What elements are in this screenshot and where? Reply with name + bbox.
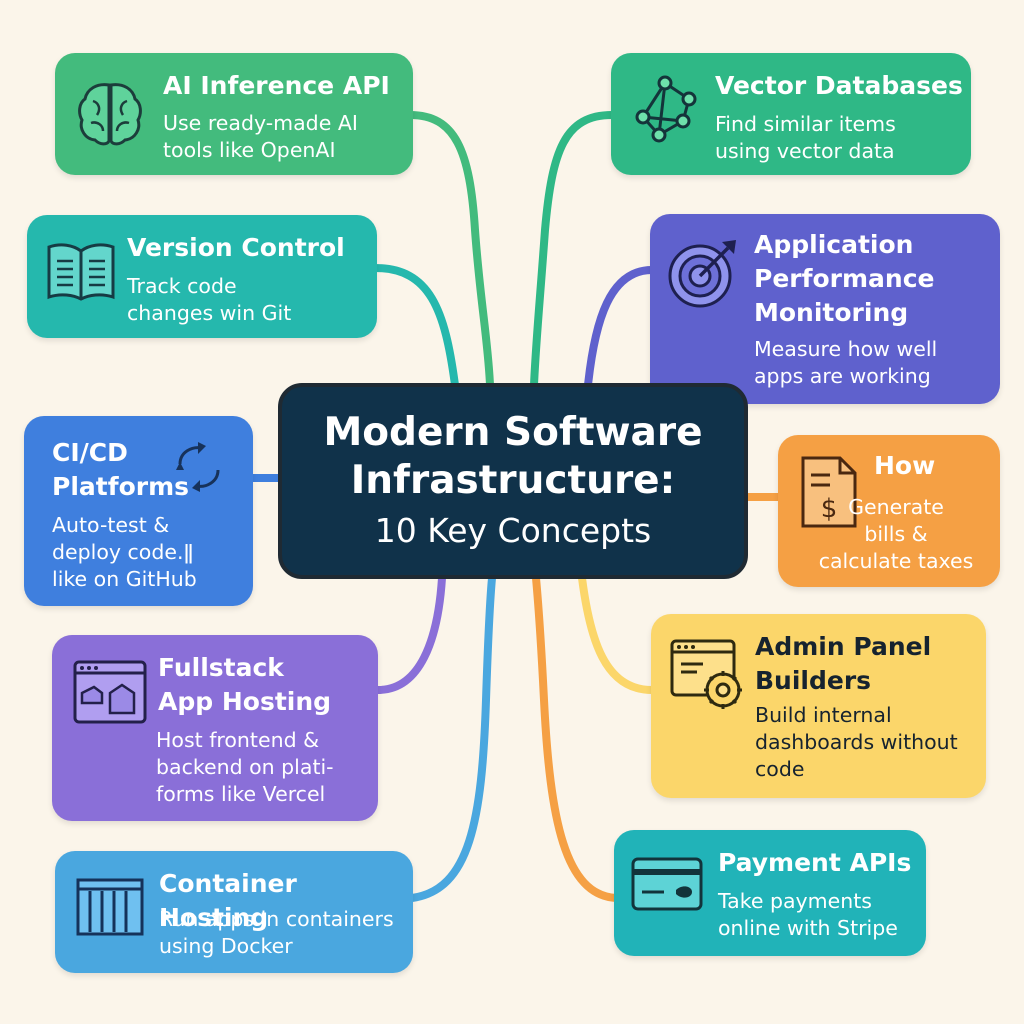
central-subtitle: 10 Key Concepts: [374, 511, 652, 550]
card-title: AI Inference API: [163, 71, 390, 100]
card-description: Auto-test & deploy code.ǁ like on GitHub: [52, 513, 197, 591]
connector-apm: [584, 266, 656, 389]
connector-payment: [532, 574, 620, 902]
card-ai-inference-api: AI Inference API Use ready-made AI tools…: [55, 53, 413, 175]
invoice-dollar-icon: $: [801, 456, 857, 528]
network-graph-icon: [635, 75, 697, 143]
card-title: Admin Panel Builders: [755, 632, 932, 695]
card-title: Payment APIs: [718, 848, 912, 877]
connector-container: [408, 574, 496, 902]
connector-admin: [578, 574, 656, 694]
browser-window-icon: [73, 660, 147, 724]
card-description: Measure how well apps are working: [754, 337, 938, 388]
target-icon: [668, 240, 736, 308]
card-title: Version Control: [127, 233, 345, 262]
card-version-control: Version Control Track code changes win G…: [27, 215, 377, 338]
card-billing: $ How Generate bills & calculate taxes: [778, 435, 1000, 587]
card-title: Vector Databases: [715, 71, 963, 100]
central-title: Modern Software Infrastructure:: [323, 410, 703, 503]
container-icon: [76, 878, 144, 936]
card-description: Host frontend & backend on plati- forms …: [156, 728, 334, 806]
card-title: CI/CD Platforms: [52, 438, 190, 501]
card-description: Build internal dashboards without code: [755, 703, 958, 781]
card-vector-databases: Vector Databases Find similar items usin…: [611, 53, 971, 175]
svg-text:$: $: [821, 494, 838, 524]
card-description: Find similar items using vector data: [715, 112, 896, 163]
card-title: Application Performance Monitoring: [754, 230, 935, 327]
card-admin-panel-builders: Admin Panel Builders Build internal dash…: [651, 614, 986, 798]
connector-version-control: [371, 264, 459, 389]
card-description: Run apps in containers using Docker: [159, 907, 394, 958]
book-icon: [47, 243, 115, 301]
central-topic: Modern Software Infrastructure: 10 Key C…: [278, 383, 748, 579]
card-payment-apis: Payment APIs Take payments online with S…: [614, 830, 926, 956]
card-description: Use ready-made AI tools like OpenAI: [163, 111, 358, 162]
card-application-performance-monitoring: Application Performance Monitoring Measu…: [650, 214, 1000, 404]
connector-fullstack: [374, 574, 446, 694]
sync-arrows-icon: [176, 442, 220, 492]
credit-card-icon: [631, 857, 703, 911]
card-fullstack-app-hosting: Fullstack App Hosting Host frontend & ba…: [52, 635, 378, 821]
card-description: Take payments online with Stripe: [718, 889, 898, 940]
brain-icon: [78, 83, 142, 146]
connector-vector-db: [530, 111, 616, 389]
card-container-hosting: Container Hosting Run apps in containers…: [55, 851, 413, 973]
card-description: Generate bills & calculate taxes: [818, 495, 974, 573]
card-title: Fullstack App Hosting: [158, 653, 332, 716]
card-title: How: [874, 451, 936, 480]
card-cicd-platforms: CI/CD Platforms Auto-test & deploy code.…: [24, 416, 253, 606]
card-title: Container Hosting: [159, 869, 297, 932]
connector-ai-inference: [406, 111, 494, 389]
card-description: Track code changes win Git: [127, 274, 292, 325]
window-gear-icon: [670, 639, 742, 709]
